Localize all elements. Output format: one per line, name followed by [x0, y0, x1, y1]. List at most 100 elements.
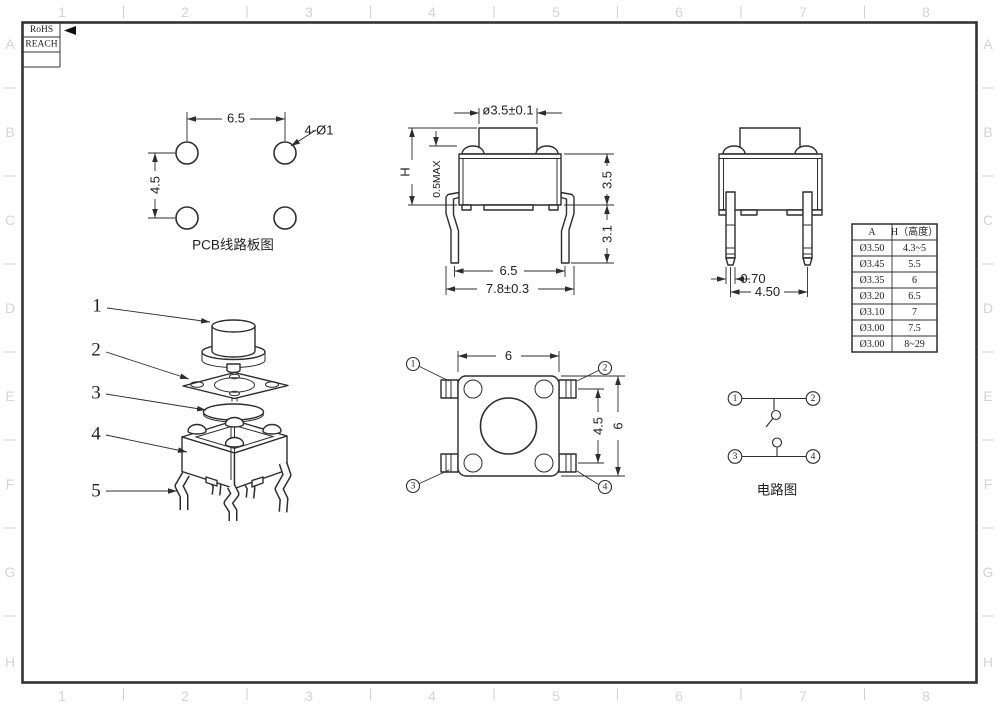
pin-number: 2 — [811, 394, 816, 404]
grid-letter: E — [983, 388, 992, 404]
pcb-layout-diagram: 6.5 4.5 4-Ø1 PCB线路板图 — [148, 111, 334, 253]
cell-a: Ø3.00 — [860, 339, 885, 350]
table-header-h: H（高度） — [891, 225, 938, 238]
part-callouts: 1 2 3 4 5 — [91, 296, 211, 502]
top-view: 6 4.5 6 1 2 3 4 — [405, 348, 626, 495]
cell-a: Ø3.00 — [860, 323, 885, 334]
grid-number: 8 — [922, 688, 930, 704]
part-number-3: 3 — [91, 383, 101, 404]
cell-a: Ø3.20 — [860, 291, 885, 302]
dim-label: 6 — [505, 348, 512, 363]
body-bump — [535, 145, 559, 155]
table-row: Ø3.00 7.5 — [860, 323, 921, 334]
pin-tab — [440, 379, 577, 473]
part-base — [181, 416, 288, 490]
circuit-diagram: 1 2 3 4 电路图 — [727, 391, 821, 498]
cell-h: 7 — [912, 307, 917, 318]
pcb-pad — [273, 206, 297, 230]
exploded-view: 1 2 3 4 5 — [91, 296, 292, 521]
grid-letter: B — [983, 124, 992, 140]
part-number-2: 2 — [91, 340, 101, 361]
dim-label: 4.50 — [755, 284, 780, 299]
pin-callout-4: 4 — [805, 449, 821, 464]
cell-h: 6.5 — [908, 291, 921, 302]
grid-number: 6 — [675, 688, 683, 704]
cell-a: Ø3.35 — [860, 275, 885, 286]
grid-number: 7 — [799, 4, 807, 20]
body-bump — [461, 145, 485, 155]
grid-number: 1 — [58, 688, 66, 704]
dim-label: 0.70 — [740, 271, 765, 286]
body-bump — [722, 145, 746, 155]
sheet-frame: 1 2 3 4 5 6 7 8 1 2 3 4 5 6 7 8 A B C D … — [4, 4, 994, 704]
body-bump — [794, 145, 818, 155]
switch-leg — [445, 191, 460, 264]
pcb-pad — [273, 141, 297, 165]
grid-letter: C — [5, 212, 15, 228]
grid-letter: G — [5, 564, 16, 580]
grid-letter: A — [5, 36, 15, 52]
grid-letter: H — [983, 654, 993, 670]
table-header-a: A — [868, 227, 876, 238]
cell-h: 5.5 — [908, 259, 921, 270]
pin-callout-3: 3 — [405, 469, 450, 494]
pin-number: 3 — [733, 452, 738, 462]
grid-number: 8 — [922, 4, 930, 20]
cell-h: 6 — [912, 275, 917, 286]
part-legs-front — [174, 461, 292, 521]
grid-letter: F — [6, 476, 15, 492]
switch-leg — [725, 191, 736, 266]
pin-callout-2: 2 — [576, 360, 613, 382]
dim-label: 7.8±0.3 — [486, 281, 529, 296]
hole-callout: 4-Ø1 — [305, 123, 334, 138]
cell-h: 4.3~5 — [903, 243, 926, 254]
spec-table: A H（高度） Ø3.50 4.3~5 Ø3.45 5.5 Ø3.35 6 Ø3… — [851, 223, 938, 353]
part-number-1: 1 — [92, 296, 102, 317]
grid-letter: D — [5, 300, 15, 316]
table-row: Ø3.50 4.3~5 — [860, 243, 926, 254]
dim-label: 3.1 — [600, 225, 615, 243]
table-row: Ø3.35 6 — [860, 275, 917, 286]
dim-label: 6 — [611, 422, 626, 429]
grid-letter: C — [983, 212, 993, 228]
contact-circle — [771, 437, 783, 448]
pin-callout-2: 2 — [805, 391, 821, 406]
grid-letters-left: A B C D E F G H — [5, 36, 16, 670]
reach-label: REACH — [25, 40, 57, 50]
grid-number: 3 — [305, 688, 313, 704]
grid-numbers-top: 1 2 3 4 5 6 7 8 — [58, 4, 930, 20]
grid-letter: D — [983, 300, 993, 316]
pcb-pad — [175, 141, 199, 165]
dim-label: 6.5 — [499, 263, 517, 278]
pin-callout-1: 1 — [405, 356, 450, 382]
rohs-label: RoHS — [30, 25, 53, 35]
circuit-caption: 电路图 — [757, 483, 798, 498]
part-number-4: 4 — [91, 424, 101, 445]
grid-number: 2 — [181, 688, 189, 704]
dim-label: ø3.5±0.1 — [482, 103, 533, 118]
pin-callout-1: 1 — [727, 391, 743, 406]
contact-circle — [770, 409, 782, 421]
grid-letter: B — [5, 124, 14, 140]
cell-h: 8~29 — [904, 339, 924, 350]
grid-letter: A — [983, 36, 993, 52]
dim-label: 4.5 — [148, 176, 163, 194]
grid-number: 4 — [428, 4, 436, 20]
dim-label: H — [398, 167, 413, 176]
cell-h: 7.5 — [908, 323, 921, 334]
switch-arm — [765, 418, 774, 428]
part-button — [201, 319, 266, 374]
grid-letters-right: A B C D E F G H — [983, 36, 994, 670]
switch-stem — [739, 127, 801, 155]
grid-number: 5 — [552, 688, 560, 704]
corner-post — [463, 453, 483, 473]
table-row: Ø3.20 6.5 — [860, 291, 921, 302]
switch-body-top — [457, 375, 560, 477]
pin-number: 1 — [411, 360, 416, 370]
revision-arrow-icon — [64, 26, 76, 35]
grid-number: 5 — [552, 4, 560, 20]
grid-number: 2 — [181, 4, 189, 20]
pin-number: 4 — [603, 483, 608, 493]
